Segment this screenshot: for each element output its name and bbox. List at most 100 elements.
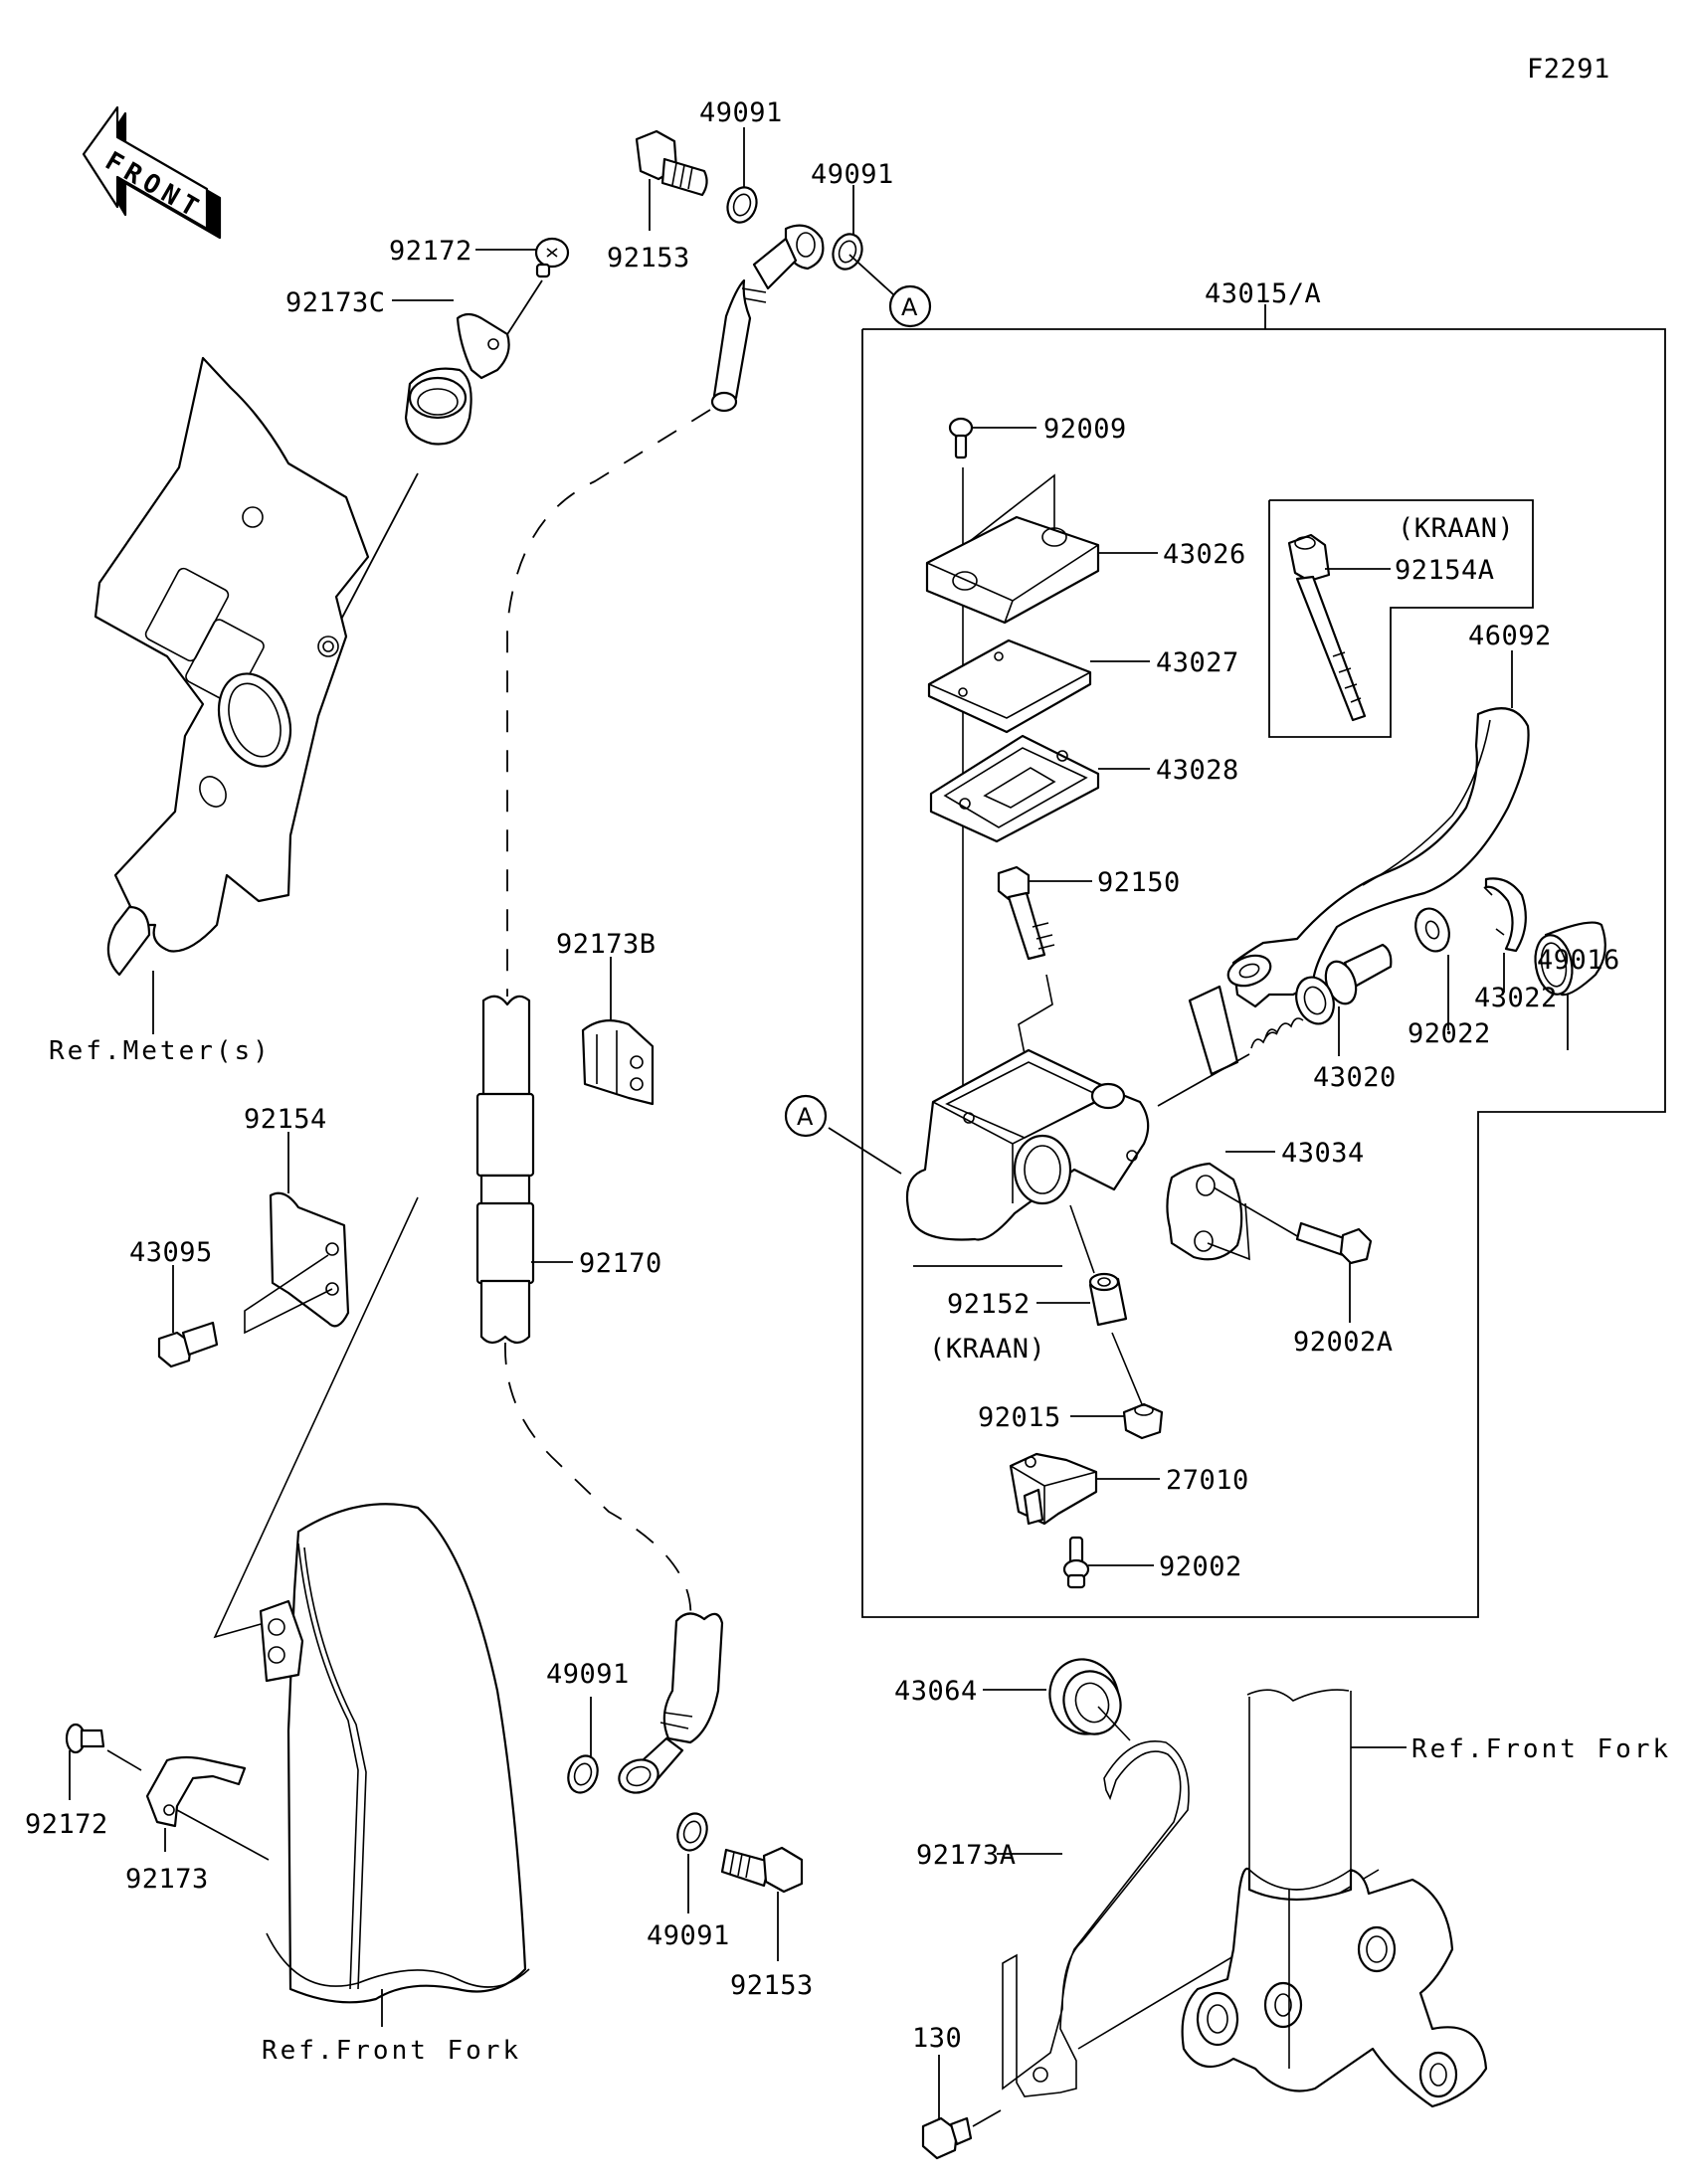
brake-hose-43095[interactable] (475, 995, 535, 1345)
part-label-92172-top[interactable]: 92172 (389, 236, 472, 267)
part-label-92152[interactable]: 92152 (947, 1289, 1031, 1320)
reference-marker-a-top: A (888, 284, 932, 328)
washer-92022[interactable] (1409, 904, 1454, 956)
clamp-bolt-line (244, 1254, 333, 1335)
ref-front-fork-right-label[interactable]: Ref.Front Fork (1411, 1734, 1671, 1764)
bolt-axis-130 (972, 2109, 1002, 2127)
part-label-92173B[interactable]: 92173B (556, 929, 657, 960)
leader-ref-a-top (848, 254, 894, 295)
part-label-92173C[interactable]: 92173C (285, 287, 386, 318)
figure-id: F2291 (1527, 54, 1610, 85)
part-label-92002A[interactable]: 92002A (1293, 1327, 1394, 1358)
part-label-49091-top2[interactable]: 49091 (811, 159, 894, 190)
brake-lever-46092[interactable] (1188, 707, 1530, 1076)
part-label-92154A[interactable]: 92154A (1395, 555, 1495, 586)
plate-43027[interactable] (927, 638, 1092, 734)
part-label-43034[interactable]: 43034 (1281, 1138, 1365, 1169)
clamp-axis-92173 (176, 1809, 270, 1861)
part-label-49091-top[interactable]: 49091 (699, 97, 783, 128)
bolt-130[interactable] (921, 2116, 973, 2160)
gasket-top-2[interactable] (829, 230, 867, 273)
clamp-92173C[interactable] (404, 312, 510, 446)
clamp-92173B[interactable] (581, 1019, 655, 1106)
gasket-mid[interactable] (563, 1751, 602, 1796)
collar-axis-upper (1069, 1204, 1095, 1274)
nut-92015[interactable] (1122, 1402, 1164, 1440)
front-arrow-icon: FRONT (82, 105, 222, 240)
banjo-bolt-low[interactable] (720, 1846, 804, 1894)
part-label-92150[interactable]: 92150 (1097, 867, 1181, 898)
grommet-43064[interactable] (1039, 1650, 1129, 1744)
part-label-92153-top[interactable]: 92153 (607, 243, 690, 273)
part-label-130[interactable]: 130 (912, 2023, 962, 2054)
part-label-43028[interactable]: 43028 (1156, 755, 1239, 786)
clamp-92173A[interactable] (1002, 1740, 1190, 2097)
part-label-92022[interactable]: 92022 (1408, 1018, 1491, 1049)
ref-front-fork-bottom-label[interactable]: Ref.Front Fork (262, 2036, 521, 2066)
front-fork-lower (1181, 1689, 1488, 2108)
screw-92172-top[interactable] (534, 237, 570, 278)
part-label-43064[interactable]: 43064 (894, 1676, 978, 1707)
part-label-92173[interactable]: 92173 (125, 1864, 209, 1895)
holder-bracket-line (1207, 1202, 1250, 1261)
reservoir-cap-43026[interactable] (925, 473, 1100, 625)
diaphragm-43028[interactable] (929, 734, 1100, 843)
svg-text:A: A (797, 1103, 814, 1131)
bolt-92154A[interactable] (1287, 533, 1367, 722)
gasket-top[interactable] (723, 183, 762, 226)
boot-49016[interactable] (1531, 921, 1606, 998)
brake-hose-lower-end[interactable] (615, 1612, 724, 1797)
bolt-92154[interactable] (157, 1321, 219, 1368)
part-label-92173A[interactable]: 92173A (916, 1840, 1017, 1871)
clamp-92170[interactable] (269, 1191, 350, 1328)
reference-marker-a-cylinder: A (784, 1094, 828, 1138)
front-fork-fender (213, 1196, 530, 2004)
hose-routing-line (506, 409, 711, 997)
master-cylinder-body[interactable] (905, 1048, 1150, 1241)
collar-axis-lower (1111, 1332, 1143, 1405)
part-label-92002[interactable]: 92002 (1159, 1551, 1242, 1582)
part-label-49091-low[interactable]: 49091 (647, 1920, 730, 1951)
part-label-92015[interactable]: 92015 (978, 1402, 1061, 1433)
screw-axis-low (106, 1749, 142, 1771)
part-label-43027[interactable]: 43027 (1156, 647, 1239, 678)
part-label-92154[interactable]: 43095 (129, 1237, 213, 1268)
part-label-92170[interactable]: 92154 (244, 1104, 327, 1135)
svg-text:A: A (901, 293, 918, 321)
gasket-low[interactable] (672, 1809, 711, 1854)
piston-43020[interactable] (1250, 943, 1393, 1049)
part-label-92009[interactable]: 92009 (1043, 414, 1127, 445)
part-label-43095[interactable]: 92170 (579, 1248, 662, 1279)
leader-clamp-to-bracket (331, 472, 419, 637)
part-label-92172-low[interactable]: 92172 (25, 1809, 108, 1840)
ref-meters-label[interactable]: Ref.Meter(s) (49, 1036, 272, 1066)
part-label-27010[interactable]: 27010 (1166, 1465, 1249, 1496)
clamp-92173[interactable] (145, 1755, 247, 1828)
part-label-92153-low[interactable]: 92153 (730, 1970, 814, 2001)
brake-switch-27010[interactable] (1009, 1452, 1098, 1526)
part-label-46092[interactable]: 46092 (1468, 621, 1552, 651)
part-label-43022[interactable]: 43022 (1474, 983, 1558, 1013)
collar-92152[interactable] (1088, 1272, 1128, 1327)
holder-43034[interactable] (1166, 1162, 1243, 1261)
part-label-43026[interactable]: 43026 (1163, 539, 1246, 570)
piston-axis-line (1157, 1053, 1250, 1107)
part-label-43020[interactable]: 43020 (1313, 1062, 1397, 1093)
screw-92172-low[interactable] (65, 1723, 105, 1754)
part-label-49091-mid[interactable]: 49091 (546, 1659, 630, 1690)
bolt-axis-line (1018, 974, 1053, 1055)
variant-note-upper: (KRAAN) (1398, 513, 1514, 544)
variant-box-upper (1268, 499, 1534, 738)
screw-92002[interactable] (1062, 1536, 1090, 1589)
bolt-92002A[interactable] (1295, 1221, 1373, 1265)
banjo-bolt-top[interactable] (635, 129, 708, 197)
assembly-box-43015A (861, 328, 1666, 1618)
brake-hose-upper[interactable] (710, 224, 825, 413)
bolt-92150[interactable] (997, 865, 1055, 961)
group-label-43015A[interactable]: 43015/A (1205, 278, 1321, 309)
part-label-49016[interactable]: 49016 (1537, 945, 1620, 976)
circlip-43022[interactable] (1483, 877, 1527, 953)
hose-routing-line-lower (504, 1342, 692, 1622)
screw-92009[interactable] (948, 417, 974, 459)
